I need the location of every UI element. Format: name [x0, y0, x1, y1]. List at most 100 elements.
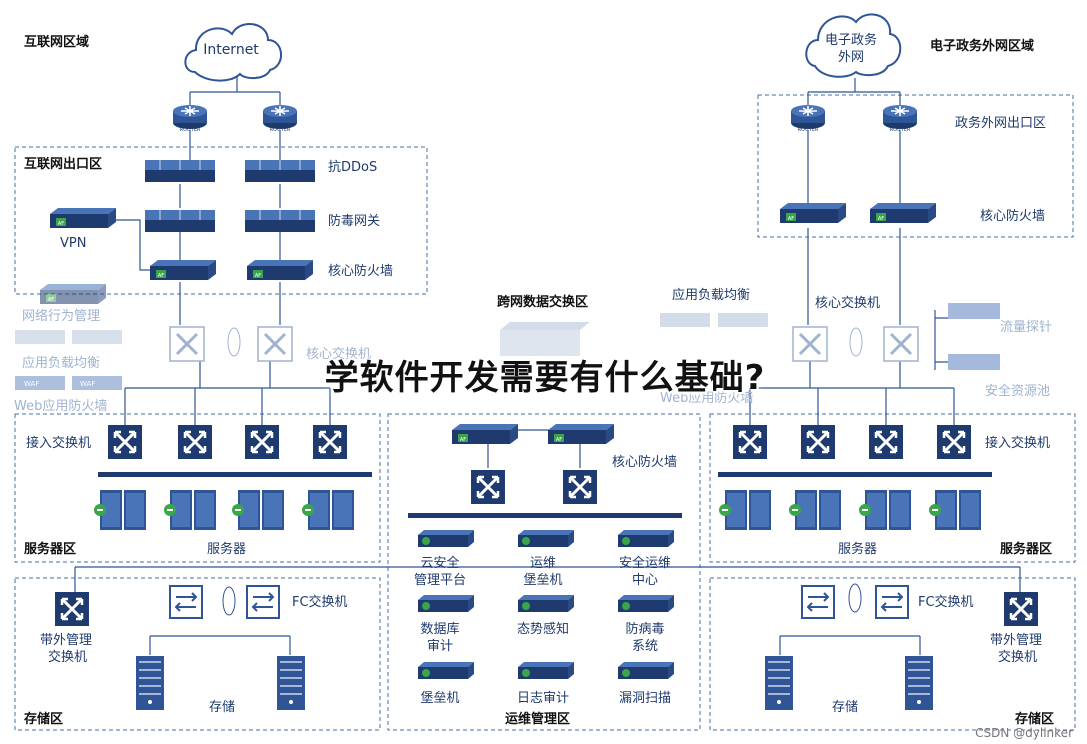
- switch-icon: [561, 468, 599, 506]
- device-label: FC交换机: [918, 594, 974, 610]
- gov-exit-region: [757, 94, 1074, 238]
- server-icon: [301, 489, 355, 531]
- svg-text:堡垒机: 堡垒机: [523, 572, 562, 588]
- device-label: 网络行为管理: [22, 308, 100, 324]
- core-switch-icon: [168, 325, 206, 363]
- svg-text:云安全: 云安全: [420, 555, 459, 571]
- router-icon: ROUTER: [172, 104, 208, 133]
- device-label: 应用负载均衡: [672, 287, 750, 303]
- device-label: 核心防火墙: [980, 208, 1045, 224]
- security-pool-icon: [948, 354, 1000, 370]
- server-icon: [163, 489, 217, 531]
- access-switch-icon: [311, 423, 349, 461]
- link-ring: [848, 583, 862, 613]
- device-label: 核心防火墙: [328, 263, 393, 279]
- server-region-left: [14, 413, 381, 563]
- connection-lines: [74, 75, 1021, 655]
- ops-device-icon: [518, 595, 574, 612]
- fc-switch-icon: [246, 585, 280, 619]
- svg-text:ROUTER: ROUTER: [890, 127, 911, 133]
- access-bus-left: [98, 472, 372, 477]
- server-region-right: [709, 413, 1076, 563]
- link-ring: [222, 586, 236, 616]
- internet-cloud-icon: Internet: [184, 22, 282, 82]
- svg-text:安全运维: 安全运维: [619, 555, 671, 571]
- fc-switch-icon: [875, 585, 909, 619]
- storage-icon: [904, 655, 934, 711]
- ops-device-icon: [518, 530, 574, 547]
- core-switch-icon: [791, 325, 829, 363]
- server-icon: [858, 489, 912, 531]
- device-label: 交换机: [998, 649, 1037, 665]
- device-label: 接入交换机: [985, 435, 1050, 451]
- device-label: Web应用防火墙: [14, 398, 107, 414]
- region-title: 服务器区: [1000, 541, 1052, 557]
- server-icon: [231, 489, 285, 531]
- core-switch-icon: [256, 325, 294, 363]
- access-bus-right: [718, 472, 992, 477]
- region-title: 政务外网出口区: [955, 115, 1046, 131]
- region-title: 电子政务外网区域: [930, 38, 1034, 54]
- region-title: 存储区: [24, 711, 63, 727]
- region-title: 互联网区域: [24, 34, 89, 50]
- device-label: 抗DDoS: [328, 160, 377, 175]
- access-switch-icon: [106, 423, 144, 461]
- device-label: 存储: [832, 700, 858, 715]
- server-icon: [928, 489, 982, 531]
- firewall-icon: [780, 203, 846, 223]
- firewall-icon: [452, 424, 518, 444]
- link-ring: [227, 327, 241, 357]
- region-title: 存储区: [1015, 711, 1054, 727]
- access-switch-icon: [799, 423, 837, 461]
- flow-probe-icon: [948, 303, 1000, 319]
- svg-text:WAF: WAF: [80, 380, 95, 388]
- device-label: 核心交换机: [815, 295, 880, 311]
- behavior-mgmt-device-icon: [40, 284, 106, 304]
- svg-text:管理平台: 管理平台: [414, 573, 466, 588]
- core-switch-icon: [882, 325, 920, 363]
- anti-ddos-device-icon: [244, 159, 316, 183]
- device-label: 带外管理: [40, 633, 92, 648]
- ops-region: [387, 413, 701, 731]
- device-label: 防毒网关: [328, 213, 380, 229]
- region-title: 运维管理区: [505, 711, 570, 727]
- oob-switch-icon: [1002, 590, 1040, 628]
- access-switch-icon: [176, 423, 214, 461]
- router-icon: ROUTER: [262, 104, 298, 133]
- load-balancer-icon: [15, 330, 122, 344]
- load-balancer-icon: [660, 313, 768, 327]
- svg-text:态势感知: 态势感知: [517, 621, 569, 637]
- server-icon: [718, 489, 772, 531]
- svg-text:堡垒机: 堡垒机: [420, 690, 459, 706]
- vpn-device-icon: [50, 208, 116, 228]
- waf-device-icon: WAF WAF: [15, 376, 122, 390]
- gov-cloud-label-1: 电子政务: [825, 32, 877, 48]
- cross-net-exchange-icon: [500, 322, 590, 356]
- device-label: 交换机: [48, 649, 87, 665]
- firewall-icon: [247, 260, 313, 280]
- switch-icon: [469, 468, 507, 506]
- page-title: 学软件开发需要有什么基础?: [324, 358, 766, 398]
- storage-region-right: [709, 577, 1076, 731]
- oob-switch-icon: [53, 590, 91, 628]
- device-label: VPN: [60, 236, 86, 251]
- fc-switch-icon: [801, 585, 835, 619]
- anti-ddos-device-icon: [144, 159, 216, 183]
- ops-device-icon: [618, 530, 674, 547]
- access-switch-icon: [867, 423, 905, 461]
- ops-device-icon: [618, 595, 674, 612]
- ops-device-icon: [418, 662, 474, 679]
- region-title: 跨网数据交换区: [497, 294, 588, 310]
- device-label: Web应用防火墙: [660, 390, 753, 406]
- antivirus-gateway-icon: [144, 209, 216, 233]
- ops-device-icon: [418, 530, 474, 547]
- svg-text:系统: 系统: [632, 639, 658, 654]
- internet-exit-region: [14, 146, 428, 295]
- device-label: 服务器: [207, 541, 246, 557]
- firewall-icon: [870, 203, 936, 223]
- device-label: 存储: [209, 700, 235, 715]
- svg-text:ROUTER: ROUTER: [798, 127, 819, 133]
- device-label: 核心交换机: [306, 346, 371, 362]
